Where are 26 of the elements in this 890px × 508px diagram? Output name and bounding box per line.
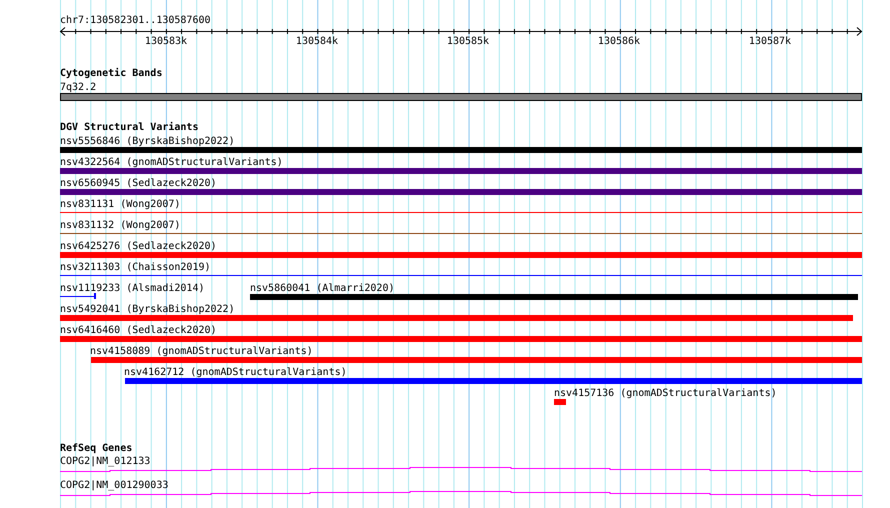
tick-label: 130587k (748, 36, 792, 47)
variant-label: nsv831131 (Wong2007) (60, 199, 180, 210)
variant-label: nsv6560945 (Sedlazeck2020) (60, 178, 217, 189)
gene-label: COPG2|NM_012133 (60, 456, 150, 467)
variant-label: nsv4162712 (gnomADStructuralVariants) (124, 367, 347, 378)
band-label: 7q32.2 (60, 82, 96, 93)
variant-label: nsv5492041 (ByrskaBishop2022) (60, 304, 235, 315)
track-title: DGV Structural Variants (60, 122, 198, 133)
variant-label: nsv1119233 (Alsmadi2014) (60, 283, 204, 294)
variant-label: nsv831132 (Wong2007) (60, 220, 180, 231)
tick-label: 130583k (144, 36, 188, 47)
variant-label: nsv4322564 (gnomADStructuralVariants) (60, 157, 283, 168)
variant-label: nsv6425276 (Sedlazeck2020) (60, 241, 217, 252)
tick-label: 130584k (296, 36, 338, 47)
variant-label: nsv4157136 (gnomADStructuralVariants) (554, 388, 777, 399)
variant-label: nsv3211303 (Chaisson2019) (60, 262, 211, 273)
track-title: RefSeq Genes (60, 443, 132, 454)
gene-label: COPG2|NM_001290033 (60, 480, 168, 491)
variant-label: nsv5556846 (ByrskaBishop2022) (60, 136, 235, 147)
track-title: Cytogenetic Bands (60, 68, 162, 79)
variant-label: nsv6416460 (Sedlazeck2020) (60, 325, 217, 336)
position-label: chr7:130582301..130587600 (60, 15, 211, 26)
tick-label: 130586k (598, 36, 640, 47)
variant-label: nsv5860041 (Almarri2020) (250, 283, 394, 294)
tick-label: 130585k (446, 36, 490, 47)
variant-label: nsv4158089 (gnomADStructuralVariants) (90, 346, 313, 357)
